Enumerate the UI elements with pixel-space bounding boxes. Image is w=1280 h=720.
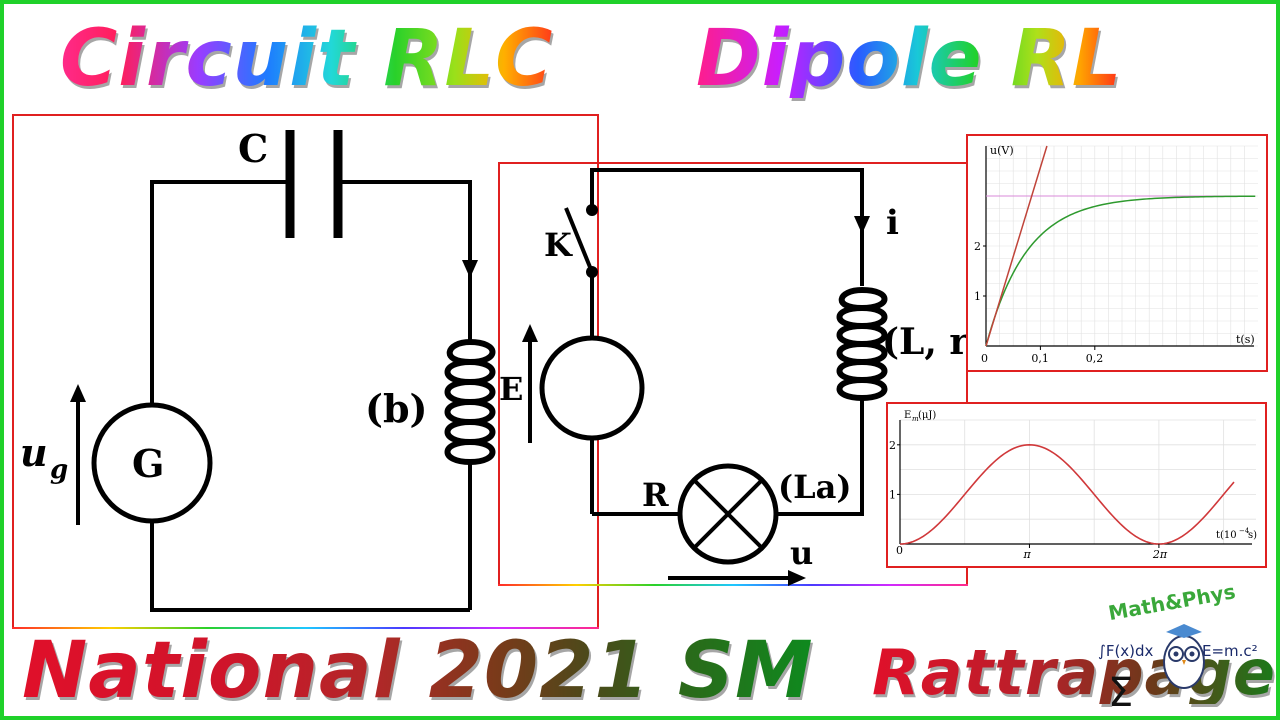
series-line-1 (985, 145, 1048, 347)
y-tick-label: 1 (974, 290, 981, 303)
title-dipole-rl: Dipole RL (696, 14, 1123, 104)
graph-uv: u(V) t(s) 0 0,1 0,2 1 2 (974, 144, 1258, 365)
graph-em-xlabel-unit: s) (1248, 530, 1257, 541)
current-arrow-icon (462, 260, 478, 278)
logo-right-formula: E=m.c² (1202, 642, 1258, 660)
generator-label: G (132, 441, 164, 486)
switch-contact-top (586, 204, 598, 216)
graph-em-panel (886, 402, 1267, 568)
lamp-label: (La) (778, 468, 852, 506)
voltage-label: u (20, 430, 48, 475)
logo-sigma: Σ (1108, 670, 1133, 716)
resistor-label: R (642, 476, 669, 514)
emf-label: E (499, 370, 523, 408)
coil-label: (b) (365, 386, 428, 431)
y-tick-label: 2 (974, 240, 981, 253)
graph-em-xlabel-main: t(10 (1216, 530, 1237, 541)
current-arrow-icon (854, 216, 870, 234)
switch-label: K (544, 226, 573, 264)
title-national-2021-sm: National 2021 SM (22, 626, 814, 716)
y-tick-label: 2 (889, 439, 896, 452)
graph-em-origin: 0 (896, 544, 903, 557)
title-rattrapage: Rattrapage (872, 636, 1276, 709)
capacitor-label: C (238, 126, 268, 171)
coil-label: (L, r) (882, 321, 974, 363)
graph-uv-xlabel: t(s) (1236, 333, 1255, 346)
graph-uv-panel (966, 134, 1268, 372)
logo-left-formula: ∫F(x)dx (1098, 642, 1154, 660)
rl-panel (498, 162, 968, 586)
graph-uv-ylabel: u(V) (990, 144, 1014, 157)
current-label: i (886, 203, 899, 243)
x-tick-label: 0,2 (1086, 352, 1104, 365)
series-line-0 (985, 195, 1256, 347)
voltage-arrow-icon (788, 570, 806, 586)
x-tick-label: 0,1 (1031, 352, 1049, 365)
x-tick-label: π (1022, 548, 1031, 561)
graph-em: E m (μJ) t(10 −4 s) 0 π 2π 1 2 (889, 410, 1257, 561)
graph-em-xlabel-exp: −4 (1239, 527, 1250, 535)
voltage-label: u (790, 534, 813, 572)
rl-circuit-diagram: K i (L, r) E R (La) u (499, 168, 974, 586)
voltage-sub-label: g (50, 455, 68, 485)
graph-em-ylabel-main: E (904, 410, 911, 421)
voltage-arrow-icon (70, 384, 86, 402)
logo-name: Math&Phys (1106, 586, 1237, 625)
graph-em-ylabel-sub: m (912, 415, 919, 423)
title-circuit-rlc: Circuit RLC (60, 14, 554, 104)
rainbow-underline (12, 627, 599, 629)
switch-contact-bottom (586, 266, 598, 278)
graph-uv-origin: 0 (981, 352, 988, 365)
math-phys-logo: Math&Phys ∫F(x)dx E=m.c² Σ (1098, 586, 1258, 716)
x-tick-label: 2π (1152, 548, 1168, 561)
graph-em-ylabel-unit: (μJ) (918, 410, 936, 421)
emf-arrow-icon (522, 324, 538, 342)
rainbow-underline (498, 584, 968, 586)
series-line-0 (899, 443, 1235, 545)
y-tick-label: 1 (889, 488, 896, 501)
owl-icon (1163, 624, 1205, 689)
rlc-circuit-diagram: C (b) G u g (20, 126, 496, 612)
